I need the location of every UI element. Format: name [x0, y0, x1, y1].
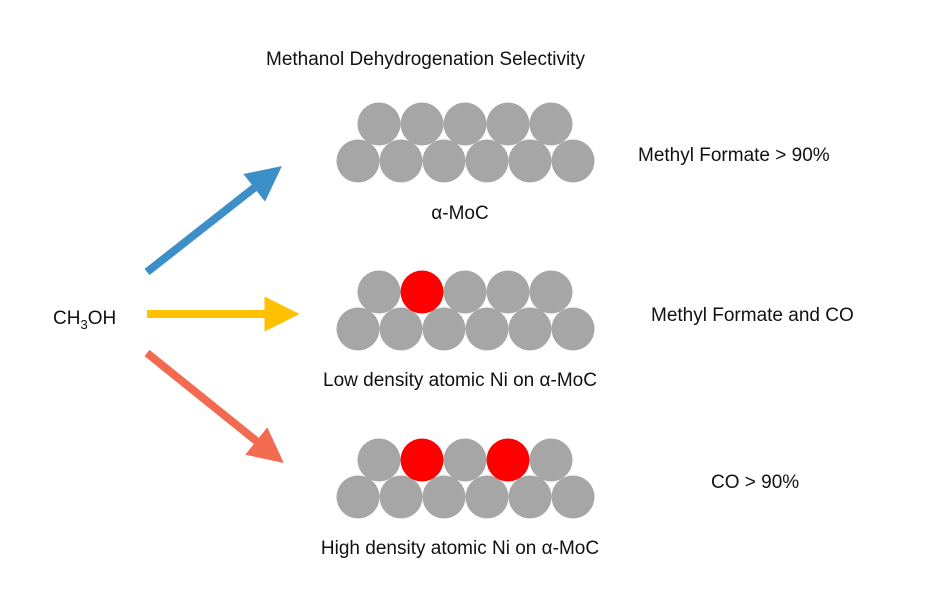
mo-atom-bottom-row [336, 475, 380, 519]
mo-atom-top-row [529, 270, 573, 314]
high-density-ni-surface [336, 438, 595, 519]
mo-atom-bottom-row [379, 139, 423, 183]
mo-atom-bottom-row [465, 307, 509, 351]
mo-atom-bottom-row [336, 139, 380, 183]
ni-atom [400, 270, 444, 314]
diagram-title: Methanol Dehydrogenation Selectivity [266, 49, 585, 70]
mo-atom-top-row [357, 438, 401, 482]
reactant-formula-subscript: 3 [80, 316, 88, 332]
mo-atom-top-row [486, 270, 530, 314]
arrow-to-alpha-moc [144, 166, 282, 276]
mo-atom-bottom-row [465, 475, 509, 519]
surface-caption-high-density-ni: High density atomic Ni on α-MoC [320, 538, 600, 559]
mo-atom-bottom-row [422, 475, 466, 519]
mo-atom-bottom-row [379, 475, 423, 519]
ni-atom [400, 438, 444, 482]
mo-atom-top-row [443, 102, 487, 146]
surface-caption-alpha-moc: α-MoC [431, 203, 489, 224]
mo-atom-bottom-row [508, 139, 552, 183]
product-label-high-density-ni: CO > 90% [711, 472, 800, 493]
mo-atom-top-row [443, 438, 487, 482]
mo-atom-bottom-row [551, 307, 595, 351]
reactant-formula-tail: OH [87, 308, 117, 329]
mo-atom-bottom-row [422, 139, 466, 183]
reactant-label: CH3OH [53, 308, 116, 336]
mo-atom-top-row [443, 270, 487, 314]
mo-atom-top-row [529, 438, 573, 482]
mo-atom-bottom-row [336, 307, 380, 351]
low-density-ni-surface [336, 270, 595, 351]
mo-atom-bottom-row [508, 475, 552, 519]
mo-atom-bottom-row [508, 307, 552, 351]
product-label-alpha-moc: Methyl Formate > 90% [638, 145, 830, 166]
ni-atom [486, 438, 530, 482]
mo-atom-bottom-row [422, 307, 466, 351]
mo-atom-top-row [357, 270, 401, 314]
mo-atom-top-row [486, 102, 530, 146]
mo-atom-top-row [400, 102, 444, 146]
alpha-moc-surface [336, 102, 595, 183]
arrow-to-high-density-ni [144, 349, 284, 464]
mo-atom-bottom-row [551, 475, 595, 519]
reactant-formula-main: CH [53, 308, 81, 329]
mo-atom-bottom-row [551, 139, 595, 183]
surface-caption-low-density-ni: Low density atomic Ni on α-MoC [323, 370, 597, 391]
mo-atom-top-row [529, 102, 573, 146]
mo-atom-top-row [357, 102, 401, 146]
product-label-low-density-ni: Methyl Formate and CO [651, 305, 854, 326]
mo-atom-bottom-row [379, 307, 423, 351]
mo-atom-bottom-row [465, 139, 509, 183]
